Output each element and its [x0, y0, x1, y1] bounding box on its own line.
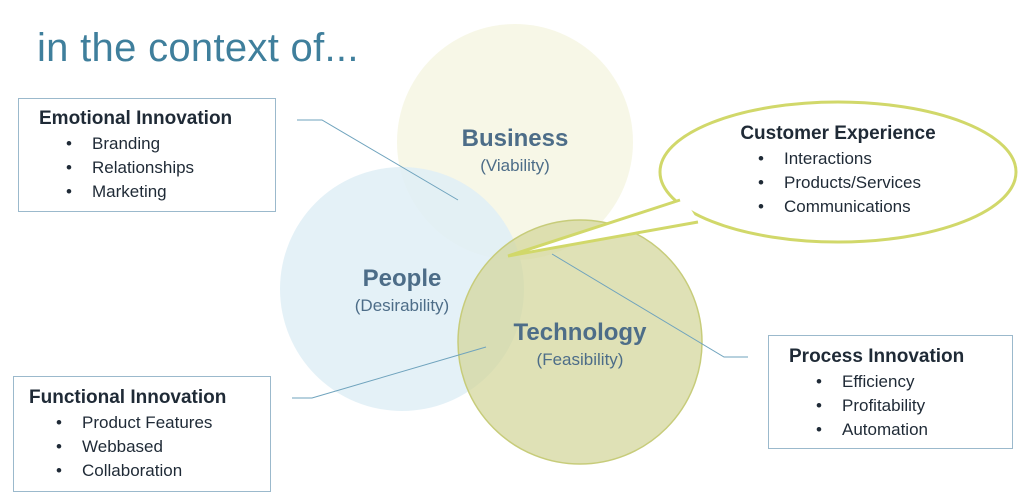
emotional-innovation-title: Emotional Innovation — [39, 108, 233, 129]
functional-innovation-box: Functional Innovation Product Features W… — [13, 376, 271, 492]
emotional-innovation-box: Emotional Innovation Branding Relationsh… — [18, 98, 276, 212]
customer-experience-callout: Customer Experience Interactions Product… — [718, 123, 958, 219]
connector-process — [551, 253, 748, 358]
callout-tail — [507, 198, 699, 258]
business-label: Business (Viability) — [435, 125, 595, 176]
customer-experience-title: Customer Experience — [740, 123, 936, 144]
functional-innovation-title: Functional Innovation — [29, 387, 227, 408]
technology-subtitle: (Feasibility) — [536, 350, 624, 369]
list-item: Efficiency — [816, 370, 1012, 394]
connector-emotional — [297, 119, 459, 201]
list-item: Products/Services — [758, 171, 958, 195]
slide-title: in the context of... — [37, 26, 359, 70]
list-item: Communications — [758, 195, 958, 219]
list-item: Product Features — [56, 411, 270, 435]
list-item: Collaboration — [56, 459, 270, 483]
functional-innovation-list: Product Features Webbased Collaboration — [56, 411, 270, 483]
list-item: Marketing — [66, 180, 275, 204]
list-item: Automation — [816, 418, 1012, 442]
process-innovation-list: Efficiency Profitability Automation — [816, 370, 1012, 442]
technology-label: Technology (Feasibility) — [490, 319, 670, 370]
customer-experience-list: Interactions Products/Services Communica… — [758, 147, 958, 219]
technology-title: Technology — [513, 319, 647, 346]
people-subtitle: (Desirability) — [354, 296, 450, 315]
people-title: People — [362, 265, 442, 292]
process-innovation-box: Process Innovation Efficiency Profitabil… — [768, 335, 1013, 449]
list-item: Profitability — [816, 394, 1012, 418]
list-item: Interactions — [758, 147, 958, 171]
list-item: Webbased — [56, 435, 270, 459]
connector-functional — [292, 346, 487, 399]
business-subtitle: (Viability) — [480, 156, 550, 175]
list-item: Branding — [66, 132, 275, 156]
people-label: People (Desirability) — [322, 265, 482, 316]
emotional-innovation-list: Branding Relationships Marketing — [66, 132, 275, 204]
process-innovation-title: Process Innovation — [789, 346, 965, 367]
business-title: Business — [461, 125, 569, 152]
technology-circle — [457, 219, 703, 465]
list-item: Relationships — [66, 156, 275, 180]
